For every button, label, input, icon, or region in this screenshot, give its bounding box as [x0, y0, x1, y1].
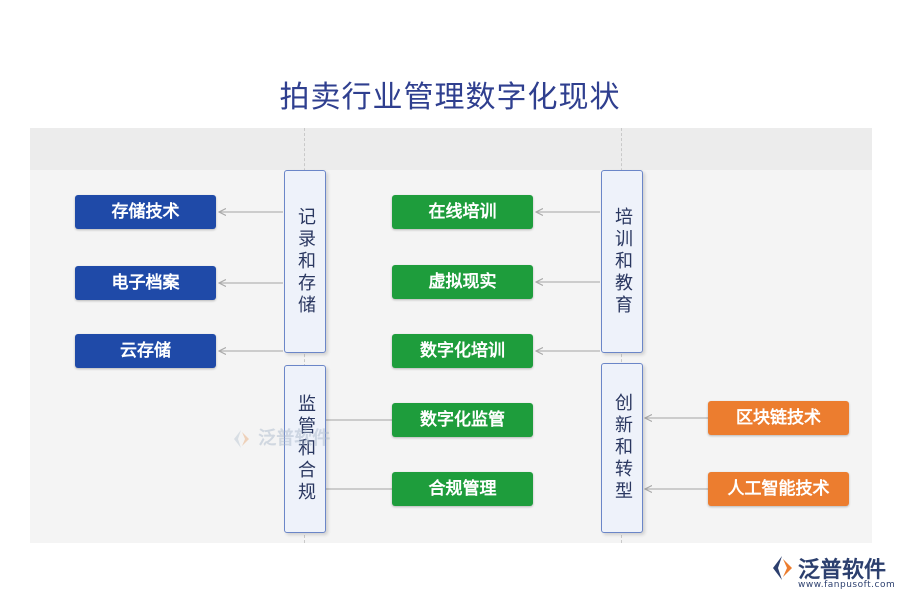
category-record-storage-label: 记录和存储	[295, 206, 316, 317]
category-supervision-compliance-label: 监管和合规	[295, 394, 316, 504]
category-supervision-compliance: 监管和合规	[284, 365, 326, 533]
node-digital-supervision: 数字化监管	[392, 403, 533, 437]
logo-url: www.fanpusoft.com	[798, 580, 896, 590]
category-record-storage: 记录和存储	[284, 170, 326, 353]
node-online-training: 在线培训	[392, 195, 533, 229]
node-blockchain-tech: 区块链技术	[708, 401, 849, 435]
node-storage-tech: 存储技术	[75, 195, 216, 229]
diagram-title: 拍卖行业管理数字化现状	[279, 80, 621, 115]
watermark-text: 泛普软件	[258, 428, 331, 449]
node-compliance-management: 合规管理	[392, 472, 533, 506]
category-training-education-label: 培训和教育	[612, 206, 633, 317]
category-innovation-transformation: 创新和转型	[601, 363, 643, 533]
node-cloud-storage: 云存储	[75, 334, 216, 368]
node-e-archive: 电子档案	[75, 266, 216, 300]
header-strip	[30, 128, 872, 170]
watermark: 泛普软件	[230, 424, 330, 450]
category-training-education: 培训和教育	[601, 170, 643, 353]
node-digital-training: 数字化培训	[392, 334, 533, 368]
node-virtual-reality: 虚拟现实	[392, 265, 533, 299]
node-ai-tech: 人工智能技术	[708, 472, 849, 506]
category-innovation-transformation-label: 创新和转型	[612, 393, 633, 503]
brand-logo: 泛普软件 www.fanpusoft.com	[768, 552, 898, 596]
fanpu-logo-icon	[773, 556, 792, 580]
logo-name: 泛普软件	[798, 558, 887, 583]
watermark-logo-icon	[234, 430, 249, 448]
